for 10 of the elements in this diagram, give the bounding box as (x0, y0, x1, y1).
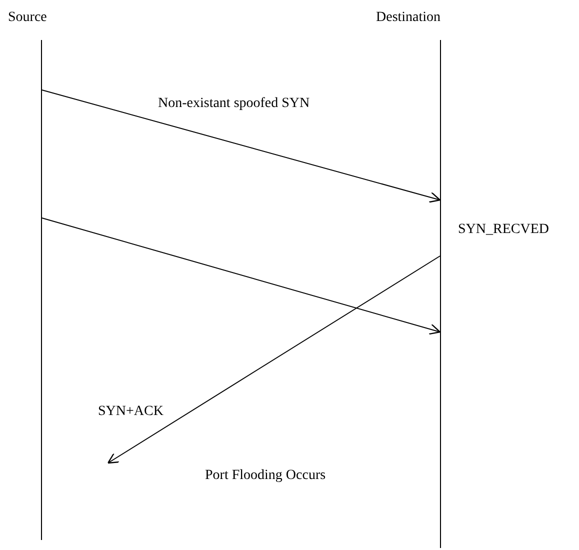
lifeline-heading: Source (8, 10, 47, 26)
note: Port Flooding Occurs (205, 468, 326, 484)
state-label: SYN_RECVED (458, 222, 550, 238)
message-arrow (42, 218, 441, 335)
lifeline-heading: Destination (376, 10, 441, 26)
lifeline (41, 40, 42, 540)
message-arrow (42, 90, 441, 203)
lifeline (440, 40, 441, 548)
message-arrow (107, 256, 440, 464)
edge-label: Non-existant spoofed SYN (158, 96, 310, 112)
